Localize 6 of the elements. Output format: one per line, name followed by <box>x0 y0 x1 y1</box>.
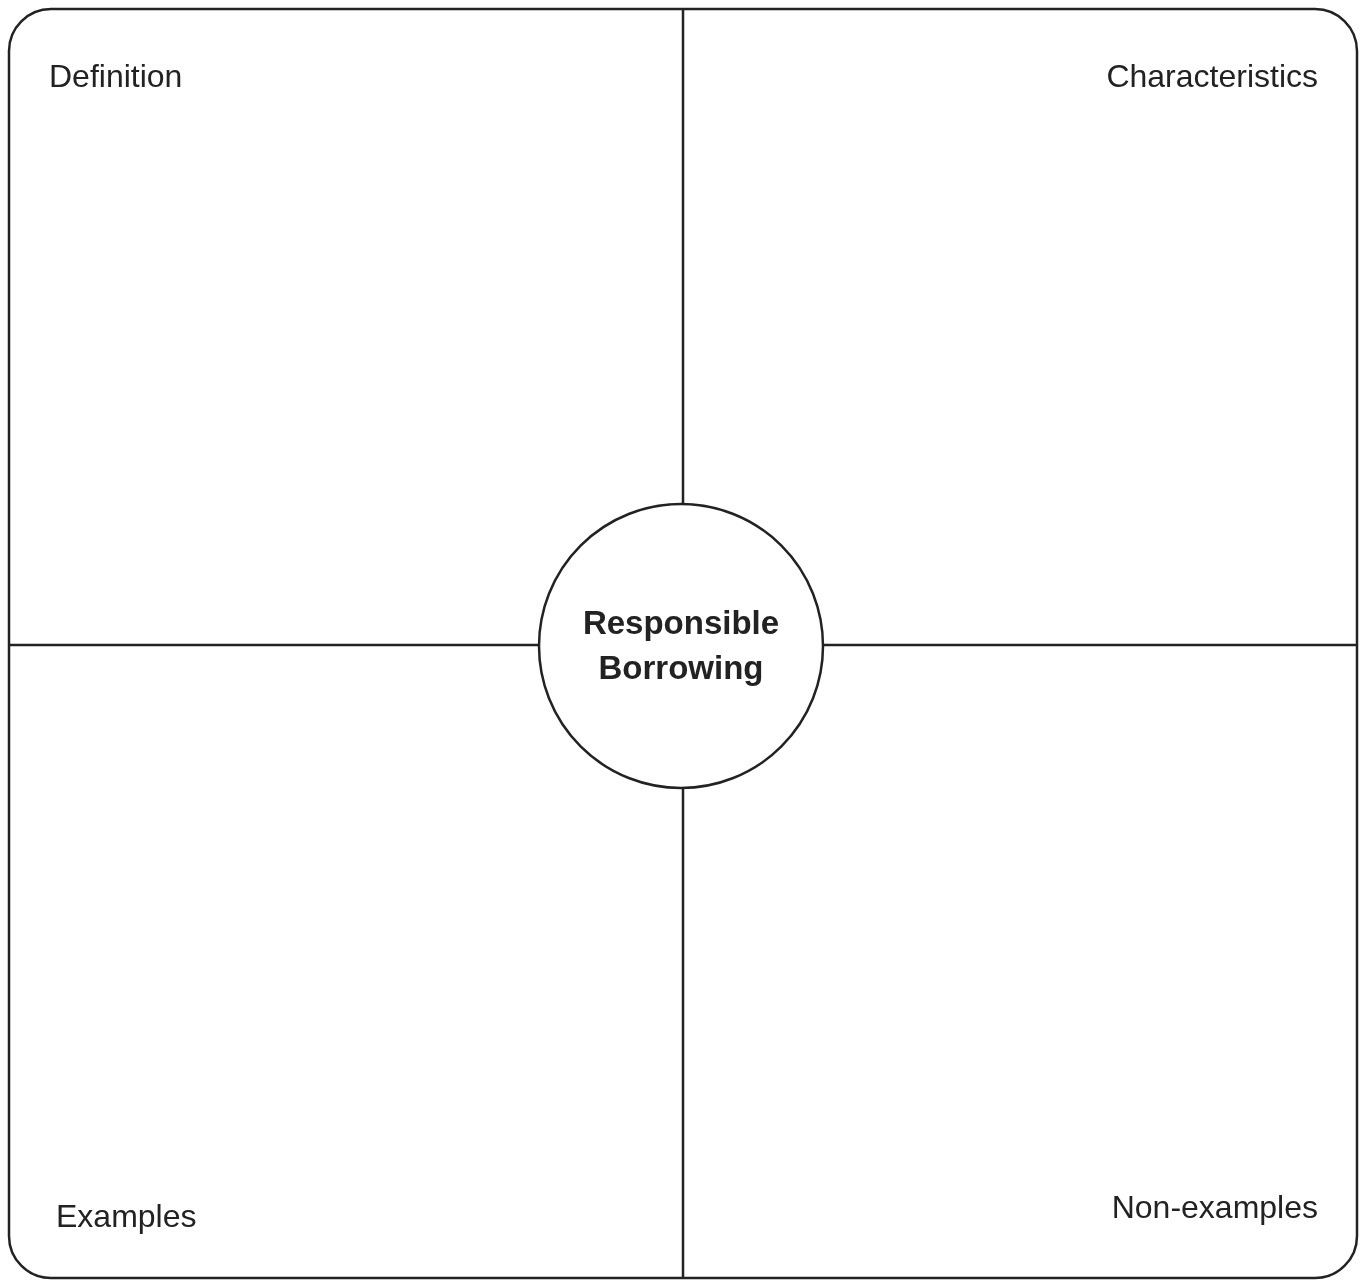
quadrant-heading: Non-examples <box>1111 1189 1318 1226</box>
quadrant-heading: Definition <box>49 58 183 95</box>
center-title: Responsible Borrowing <box>581 603 781 688</box>
quadrant-heading: Characteristics <box>1106 58 1318 95</box>
center-circle <box>537 502 825 790</box>
quadrant-heading: Examples <box>56 1198 197 1235</box>
